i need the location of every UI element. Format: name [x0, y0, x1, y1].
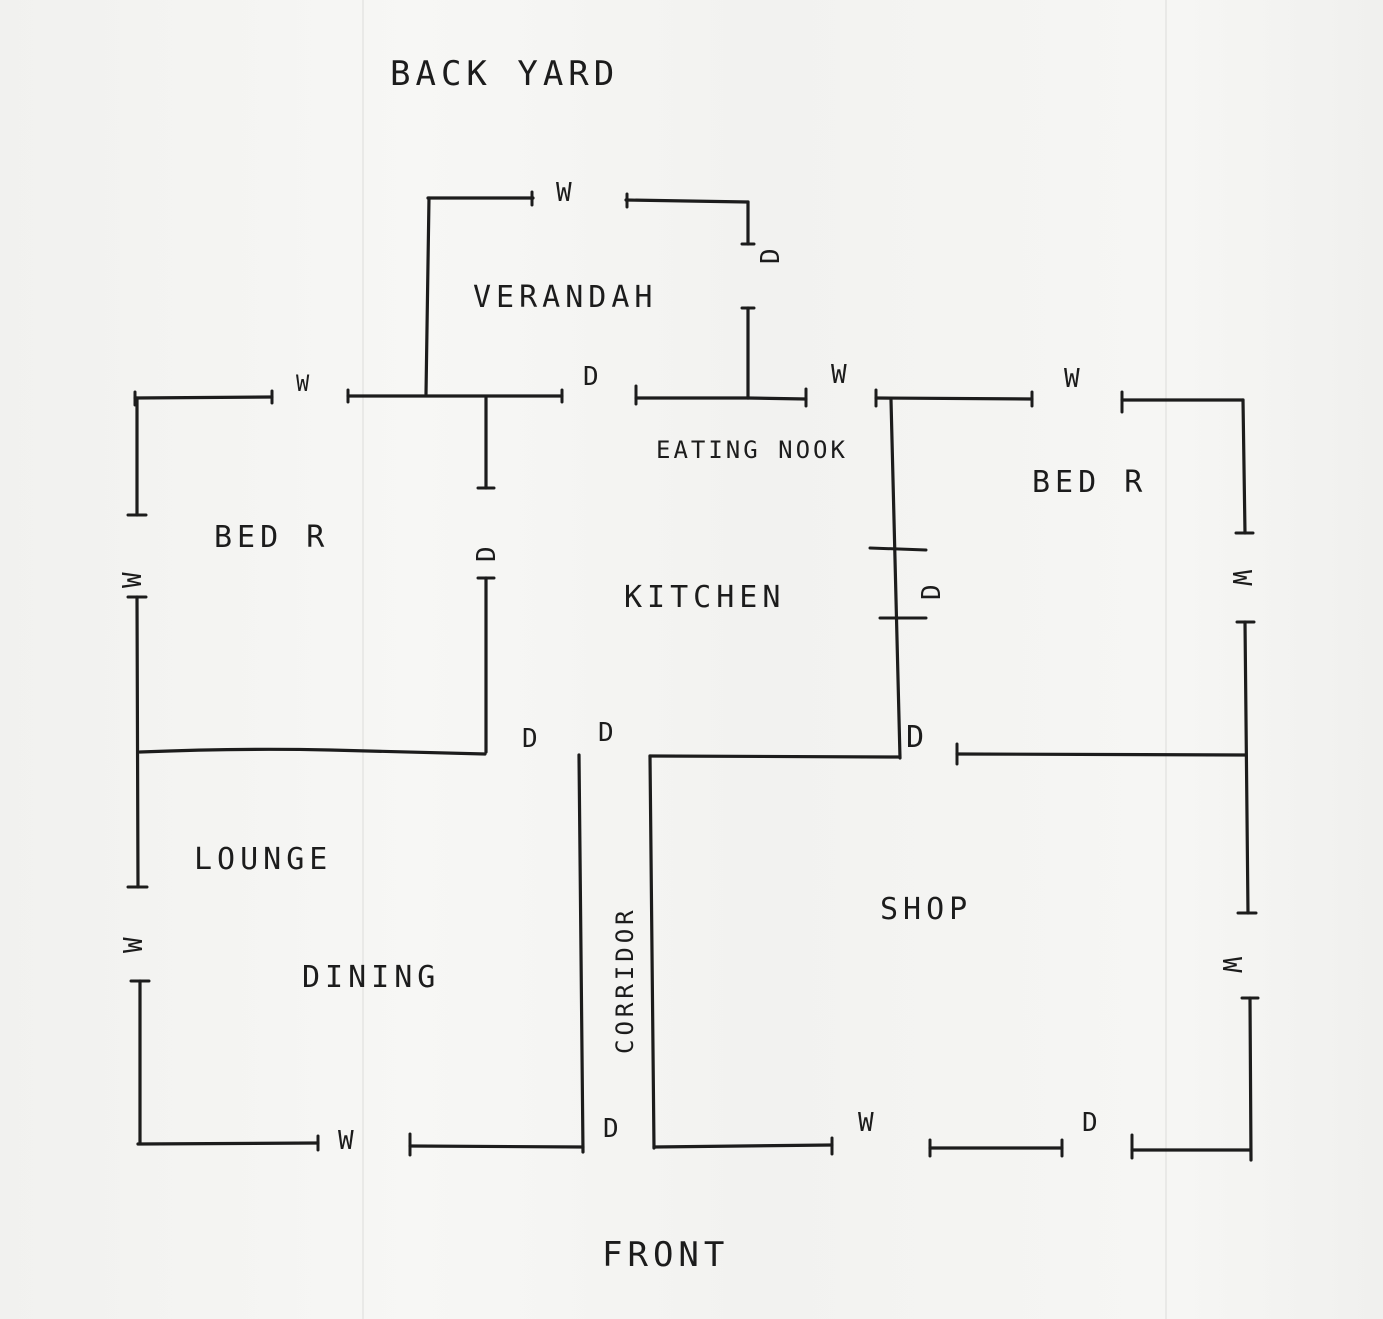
door-jamb — [868, 546, 928, 552]
wall — [135, 595, 140, 889]
wall — [577, 753, 585, 1154]
label-shop: SHOP — [880, 892, 973, 927]
door-marker: D — [603, 1114, 619, 1144]
door-marker: D — [583, 362, 599, 392]
wall — [624, 198, 750, 204]
label-bed-room-left: BED R — [214, 520, 330, 555]
door-marker: D — [598, 718, 614, 748]
label-front: FRONT — [602, 1235, 730, 1275]
window-marker: W — [831, 360, 847, 390]
window-marker: W — [556, 178, 572, 208]
window-marker: W — [338, 1126, 354, 1156]
window-marker: W — [118, 572, 148, 588]
door-marker: D — [522, 724, 538, 754]
wall — [1248, 996, 1253, 1162]
wall — [648, 754, 900, 759]
wall — [889, 398, 902, 760]
door-marker: D — [1082, 1108, 1098, 1138]
wall — [138, 747, 487, 756]
window-marker: W — [296, 372, 310, 397]
label-eating-nook: EATING NOOK — [656, 436, 848, 464]
wall — [136, 1141, 320, 1146]
wall — [652, 1143, 834, 1149]
label-dining: DINING — [302, 960, 441, 995]
label-lounge: LOUNGE — [194, 842, 333, 877]
wall — [746, 396, 808, 401]
label-corridor: CORRIDOR — [611, 906, 639, 1054]
door-marker: D — [472, 546, 502, 562]
door-marker: D — [906, 720, 925, 755]
wall — [648, 754, 656, 1150]
label-back-yard: BACK YARD — [390, 54, 620, 94]
label-bed-room-right: BED R — [1032, 465, 1148, 500]
door-marker: D — [756, 248, 786, 264]
wall — [424, 196, 431, 396]
window-marker: W — [1226, 570, 1256, 586]
label-kitchen: KITCHEN — [624, 580, 786, 615]
wall — [1243, 620, 1250, 915]
label-verandah: VERANDAH — [473, 280, 658, 315]
door-marker: D — [917, 584, 947, 600]
window-marker: W — [1216, 957, 1246, 973]
wall — [1241, 398, 1247, 535]
window-marker: W — [119, 937, 149, 953]
paper-fold-line — [1165, 0, 1167, 1319]
window-marker: W — [858, 1108, 874, 1138]
wall — [955, 752, 1247, 757]
wall — [408, 1144, 585, 1149]
window-marker: W — [1064, 364, 1080, 394]
paper-fold-line — [362, 0, 364, 1319]
wall — [133, 395, 274, 400]
wall — [874, 396, 1034, 401]
